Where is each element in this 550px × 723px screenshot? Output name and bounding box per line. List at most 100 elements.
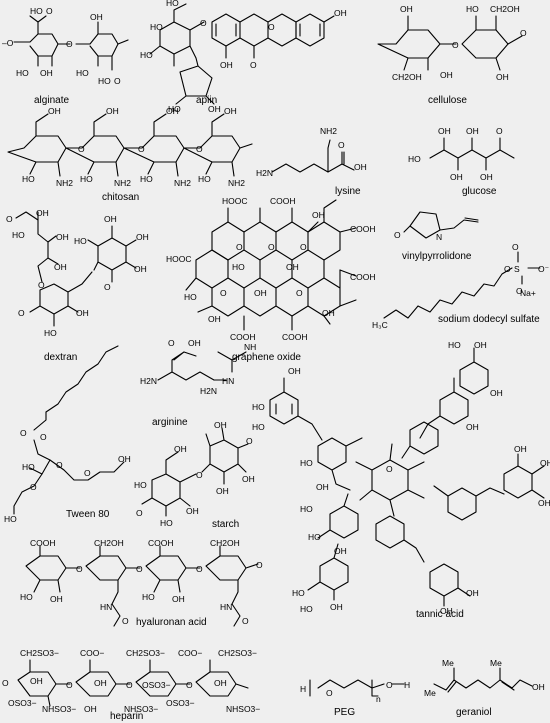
hep-end-o: O — [2, 678, 9, 688]
starch-oh-4: OH — [174, 444, 187, 454]
starch-oh-1: OH — [214, 420, 227, 430]
ha-link-o-3: O — [196, 564, 203, 574]
chitosan-nh2-4: NH2 — [228, 178, 245, 188]
peg-h: H — [300, 684, 306, 694]
ta-ring-o: O — [386, 464, 393, 474]
starch-o-1: O — [246, 436, 253, 446]
hep-nhso3-3: NHSO3− — [226, 704, 260, 714]
starch-label: starch — [212, 519, 239, 530]
ha-cooh-1: COOH — [30, 538, 56, 548]
chitosan-label: chitosan — [102, 192, 139, 203]
peg-n: n — [376, 694, 381, 704]
lysine-label: lysine — [335, 186, 361, 197]
chitosan-ho-2: HO — [80, 174, 93, 184]
go-ho-2: HO — [184, 292, 197, 302]
go-oh-4: OH — [208, 314, 221, 324]
apiin-label: apiin — [196, 95, 217, 106]
peg-o-2: O — [386, 680, 393, 690]
geraniol-oh: OH — [532, 682, 545, 692]
ha-ho-2: HO — [142, 592, 155, 602]
ha-hn-1: HN — [100, 602, 112, 612]
dextran-oh-4: OH — [76, 308, 89, 318]
apiin-ring-o: O — [268, 22, 275, 32]
sds-label: sodium dodecyl sulfate — [438, 314, 540, 325]
alginate-ho-2: HO — [76, 68, 89, 78]
arg-carbonyl-o: O — [168, 338, 175, 348]
dextran-oh-5: OH — [104, 214, 117, 224]
hep-coo-2: COO− — [178, 648, 202, 658]
hep-oso3-3: OSO3− — [166, 698, 195, 708]
geraniol-me-3: Me — [424, 688, 436, 698]
alginate-structure: –O HO O O OH HO OH HO HO O alginate — [2, 6, 129, 106]
cellulose-oh-1: OH — [400, 4, 413, 14]
go-cooh-3: COOH — [350, 272, 376, 282]
ha-ch2oh-2: CH2OH — [210, 538, 240, 548]
tween80-structure: O O HO O O OH O HO Tween 80 — [4, 345, 131, 524]
go-oh-1: OH — [312, 210, 325, 220]
arg-oh: OH — [188, 338, 201, 348]
dextran-o-2: O — [104, 282, 111, 292]
cellulose-oh-2: OH — [440, 70, 453, 80]
glucose-oh-2: OH — [450, 172, 463, 182]
dextran-end-o: O — [18, 308, 25, 318]
hep-oh-1: OH — [30, 676, 43, 686]
arginine-structure: H2N O OH HN NH H2N arginine — [140, 338, 256, 428]
glucose-oh-1: OH — [438, 126, 451, 136]
glucose-ho-1: HO — [408, 154, 421, 164]
lysine-nh2: NH2 — [320, 126, 337, 136]
dextran-link-o: O — [38, 280, 45, 290]
hep-oso3-1: OSO3− — [142, 680, 171, 690]
lysine-h2n: H2N — [256, 168, 273, 178]
starch-oh-5: OH — [186, 506, 199, 516]
dextran-oh-6: OH — [136, 232, 149, 242]
sds-o-top: O — [512, 242, 519, 252]
ta-ho-5: HO — [300, 504, 313, 514]
ta-oh-2: OH — [474, 340, 487, 350]
go-cooh-1: COOH — [270, 196, 296, 206]
ta-oh-7: OH — [540, 458, 550, 468]
chitosan-oh-4: OH — [224, 106, 237, 116]
glucose-o: O — [496, 126, 503, 136]
hep-oso3-2: OSO3− — [8, 698, 37, 708]
glucose-structure: HO OH OH OH OH O glucose — [408, 126, 515, 197]
ta-ho-3: HO — [448, 340, 461, 350]
ta-ho-2: HO — [252, 422, 265, 432]
glucose-oh-4: OH — [480, 172, 493, 182]
vinylpyrrolidone-structure: O N vinylpyrrolidone — [394, 211, 479, 262]
dextran-aldehyde-o: O — [6, 214, 13, 224]
alginate-oh-2: OH — [90, 12, 103, 22]
sds-na: Na+ — [520, 288, 536, 298]
tween80-label: Tween 80 — [66, 509, 110, 520]
cellulose-end-o: O — [520, 28, 527, 38]
cellulose-label: cellulose — [428, 95, 467, 106]
ta-oh-5: OH — [316, 482, 329, 492]
hep-link-o-3: O — [186, 680, 193, 690]
sds-h3c: H₃C — [372, 320, 388, 330]
go-o-3: O — [300, 242, 307, 252]
arg-h2n: H2N — [140, 376, 157, 386]
ta-ho-7: HO — [292, 588, 305, 598]
ha-oh-2: OH — [172, 594, 185, 604]
ta-oh-9: OH — [334, 546, 347, 556]
cellulose-ho-1: HO — [466, 4, 479, 14]
chitosan-link-o-3: O — [196, 144, 203, 154]
starch-structure: OH O OH OH O OH HO O HO OH starch — [134, 420, 255, 530]
ta-oh-1: OH — [288, 366, 301, 376]
cellulose-ch2oh-1: CH2OH — [392, 72, 422, 82]
ha-cooh-2: COOH — [148, 538, 174, 548]
tween-oh-1: OH — [118, 454, 131, 464]
starch-oh-2: OH — [242, 474, 255, 484]
apiin-ho-3: HO — [140, 50, 153, 60]
apiin-oh-phenol: OH — [334, 8, 347, 18]
cellulose-link-o: O — [452, 40, 459, 50]
chitosan-ho-3: HO — [140, 174, 153, 184]
peg-structure: H O n O H PEG — [300, 679, 410, 718]
ta-oh-11: OH — [466, 588, 479, 598]
lysine-carbonyl-o: O — [338, 140, 345, 150]
sds-structure: O S O O O⁻ Na+ H₃C sodium dodecyl sulfat… — [372, 242, 550, 330]
apiin-ho-4: HO — [168, 104, 181, 114]
ta-oh-8: OH — [538, 498, 550, 508]
cellulose-ch2oh-2: CH2OH — [490, 4, 520, 14]
hep-nhso3-1: NHSO3− — [42, 704, 76, 714]
